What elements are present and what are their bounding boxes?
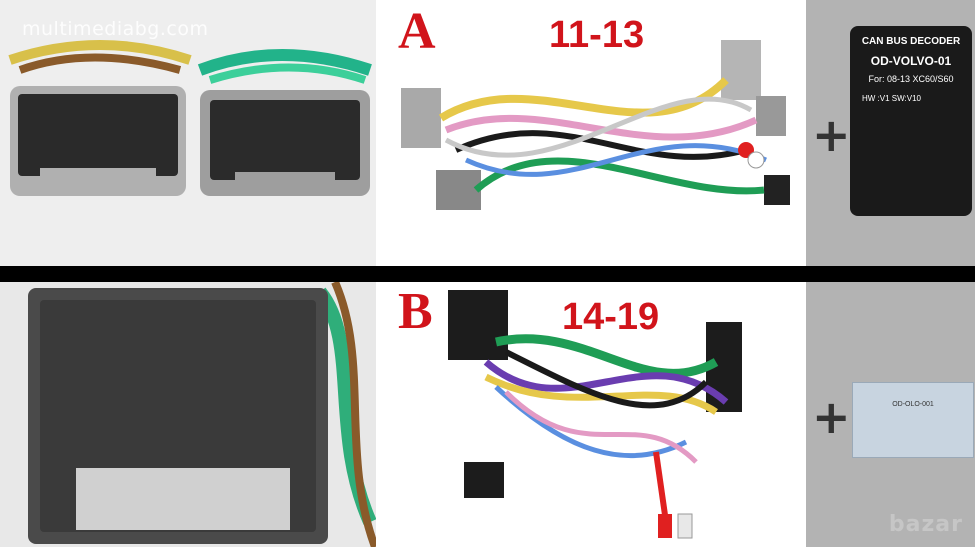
photo-harness-b: B 14-19 <box>386 282 806 547</box>
plus-sign-a: + <box>812 108 851 162</box>
photo-connector-face-b <box>0 282 376 547</box>
bazar-logo: bazar <box>888 512 963 537</box>
section-b-letter: B <box>398 283 433 340</box>
harness-a-graphic <box>401 40 790 210</box>
connector-face-b-graphic <box>28 282 376 547</box>
decoder-line-3: For: 08-13 XC60/S60 <box>868 74 954 84</box>
photo-decoder-b: + OD-OLO-001 bazar <box>806 282 975 547</box>
section-a-letter: A <box>398 3 436 60</box>
decoder-line-4: HW :V1 SW:V10 <box>862 94 921 103</box>
plus-sign-b: + <box>812 390 851 444</box>
decoder-line-2: OD-VOLVO-01 <box>870 54 952 68</box>
photo-harness-a: A 11-13 <box>386 0 806 266</box>
photo-connector-faces-a: multimediabg.com <box>0 0 376 266</box>
small-decoder-box: OD-OLO-001 <box>852 382 974 458</box>
photo-decoder-a: + CAN BUS DECODER OD-VOLVO-01 For: 08-13… <box>806 0 975 266</box>
watermark-text: multimediabg.com <box>22 18 209 40</box>
section-b-years: 14-19 <box>562 296 660 338</box>
harness-b-graphic <box>448 290 742 539</box>
can-bus-decoder-box: CAN BUS DECODER OD-VOLVO-01 For: 08-13 X… <box>850 26 972 216</box>
connector-faces-graphic <box>0 0 376 266</box>
section-separator <box>0 266 975 282</box>
small-decoder-label: OD-OLO-001 <box>892 401 934 408</box>
section-a-years: 11-13 <box>549 14 645 56</box>
decoder-line-1: CAN BUS DECODER <box>861 36 961 47</box>
